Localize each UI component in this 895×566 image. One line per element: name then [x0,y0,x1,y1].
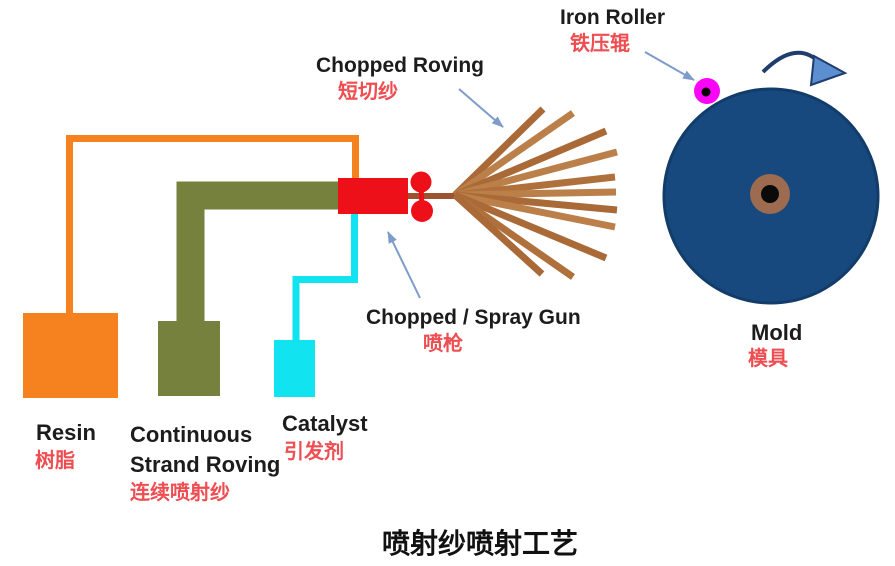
fiber-strand [453,191,608,262]
mold-hub-dot [761,185,779,203]
chopper-roller-top [410,171,432,193]
resin-pipe [66,135,359,314]
fiber-strand [453,127,608,199]
spray-gun-label-zh: 喷枪 [423,333,463,355]
pointer-arrow-chopped-roving [458,88,504,128]
mold-label-en: Mold [751,320,803,345]
fiber-spray [452,106,618,280]
catalyst-label-zh: 引发剂 [284,441,344,463]
chopper-roller-bottom [411,200,433,222]
continuous-strand-roving-label-zh: 连续喷射纱 [130,482,230,504]
iron-roller-label-en: Iron Roller [560,6,666,29]
spray-gun-label-en: Chopped / Spray Gun [366,306,581,329]
resin-tank [23,313,118,398]
fiber-strand [454,148,618,199]
continuous-strand-roving-label-en: Continuous Strand Roving [130,422,281,477]
iron-roller-dot [701,87,711,97]
resin-label-zh: 树脂 [35,450,75,472]
iron-roller-label-zh: 铁压辊 [570,33,630,55]
catalyst-pipe [292,213,358,341]
catalyst-label-en: Catalyst [282,411,368,436]
mold-label-zh: 模具 [748,348,788,370]
spray-gun-body [338,178,408,214]
diagram-title: 喷射纱喷射工艺 [381,527,578,560]
rotation-arrow-head [809,54,848,87]
fiber-strand [453,110,575,198]
chopped-roving-label-zh: 短切纱 [338,81,398,103]
pointer-arrow-spray-gun [387,231,421,299]
chopped-roving-label-en: Chopped Roving [316,54,484,77]
resin-label-en: Resin [36,420,96,445]
roving-pipe [176,181,339,322]
pointer-arrow-iron-roller [644,51,695,81]
fiber-strand [452,192,545,277]
roving-tank [158,321,220,396]
fiber-strand [454,191,616,231]
catalyst-tank [274,340,315,397]
